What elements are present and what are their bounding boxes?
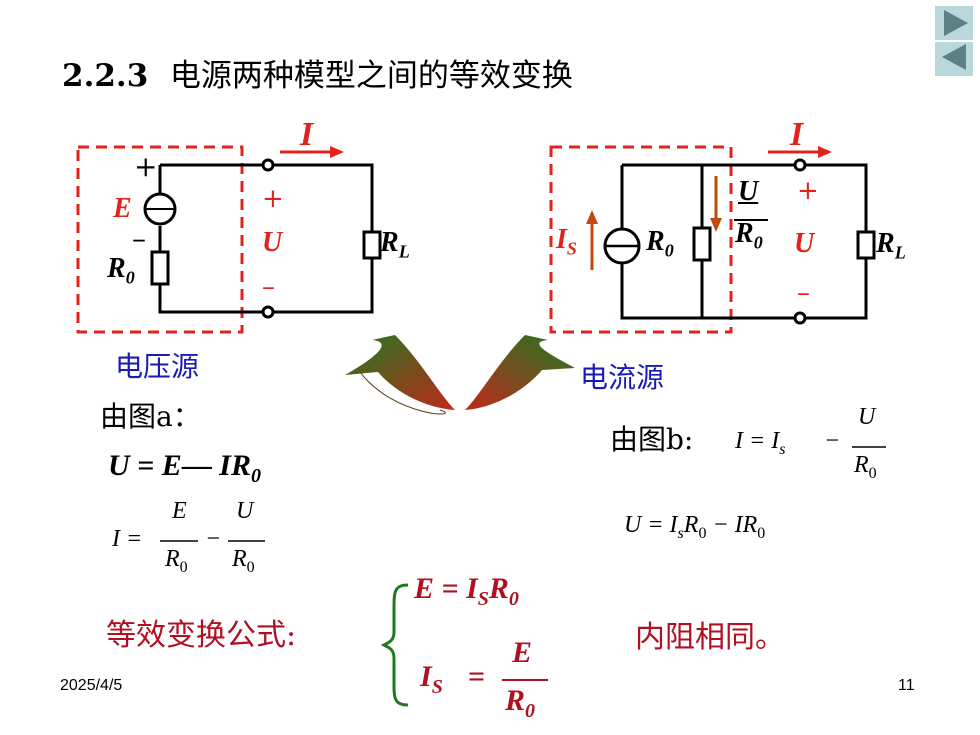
- equation-a2-num1: E: [172, 498, 187, 524]
- u-plus-b: +: [797, 176, 819, 206]
- is-label: IS: [556, 224, 577, 259]
- prev-slide-button[interactable]: [935, 42, 973, 76]
- triangle-left-icon: [942, 44, 966, 70]
- next-slide-button[interactable]: [935, 6, 973, 40]
- equation-b1-num: U: [858, 404, 876, 430]
- footer-page-number: 11: [898, 677, 915, 694]
- from-fig-a-label: 由图a：: [100, 400, 201, 433]
- circuit-a: [76, 145, 382, 334]
- equation-a2-num2: U: [236, 498, 254, 524]
- equation-a2-lhs: I =: [112, 526, 143, 552]
- same-resistance-note: 内阻相同。: [635, 620, 785, 655]
- footer-date: 2025/4/5: [60, 677, 123, 694]
- conversion-arrows: [345, 335, 575, 415]
- page-title: 2.2.3 电源两种模型之间的等效变换: [62, 58, 573, 94]
- equation-b1-den: R0: [854, 452, 877, 482]
- equation-a2-den2: R0: [232, 546, 255, 576]
- formula-is-lhs: IS: [420, 660, 443, 698]
- current-arrow-b: [768, 146, 832, 158]
- formula-e: E = ISR0: [414, 572, 519, 610]
- formula-caption: 等效变换公式:: [106, 618, 297, 653]
- triangle-right-icon: [944, 10, 968, 36]
- emf-label: E: [113, 193, 132, 224]
- equation-a1: U = E— IR0: [108, 449, 261, 487]
- equation-b2: U = IsR0 − IR0: [624, 512, 766, 542]
- voltage-label-b: U: [794, 228, 815, 259]
- current-label-b: I: [790, 116, 804, 153]
- current-label-a: I: [300, 116, 314, 153]
- source-minus-label: –: [132, 222, 146, 255]
- formula-is-eq: =: [468, 660, 486, 693]
- r0-label-b: R0: [646, 226, 674, 261]
- current-source-label: 电流源: [580, 361, 665, 394]
- current-arrow-a: [280, 146, 344, 158]
- formula-is-num: E: [512, 636, 533, 669]
- equation-a2-den1: R0: [165, 546, 188, 576]
- r0-current-arrow: [710, 176, 722, 232]
- circuit-b: [549, 145, 876, 334]
- u-over-r0-num: U: [738, 176, 759, 207]
- brace: [380, 583, 409, 707]
- voltage-label-a: U: [262, 227, 283, 258]
- r0-label-a: R0: [107, 253, 135, 288]
- equation-b1-lhs: I = Is: [735, 428, 786, 458]
- source-current-arrow: [586, 210, 598, 270]
- u-minus-a: –: [262, 272, 275, 302]
- from-fig-b-label: 由图b:: [610, 423, 694, 456]
- rl-label-b: RL: [876, 228, 906, 263]
- u-plus-a: +: [262, 184, 284, 214]
- equation-b1-minus: −: [824, 428, 841, 454]
- equation-a2-minus: −: [205, 526, 222, 552]
- voltage-source-label: 电压源: [115, 350, 200, 383]
- formula-is-den: R0: [505, 684, 536, 722]
- source-plus-label: +: [134, 150, 158, 183]
- u-over-r0-den: R0: [735, 218, 763, 253]
- rl-label-a: RL: [380, 227, 410, 262]
- u-minus-b: –: [797, 278, 810, 308]
